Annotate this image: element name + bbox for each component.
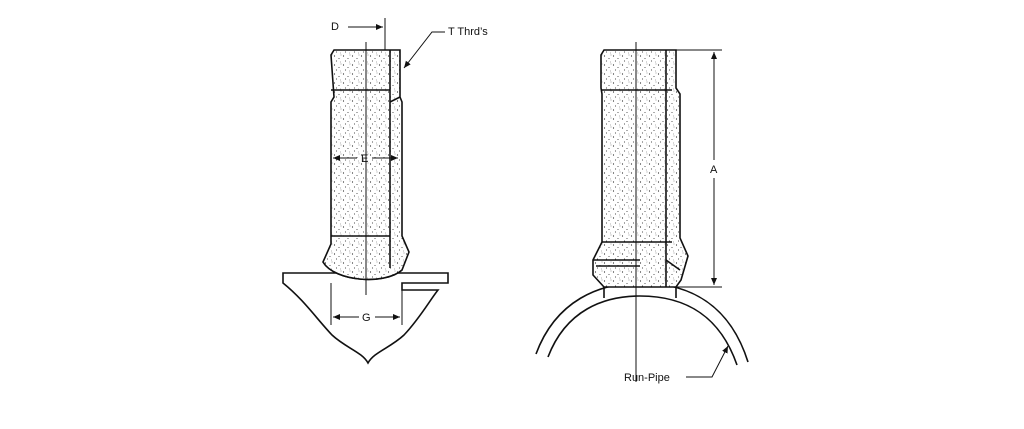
label-g: G	[362, 312, 371, 324]
label-run-pipe: Run-Pipe	[624, 372, 670, 384]
label-e: E	[361, 153, 368, 165]
label-a: A	[710, 164, 718, 176]
threads-leader	[403, 31, 445, 69]
label-threads: T Thrd’s	[448, 26, 488, 38]
bore-step-right	[665, 259, 681, 271]
base-plate	[282, 272, 449, 365]
label-d: D	[331, 21, 339, 33]
saddle-ring	[603, 287, 677, 298]
left-figure: D T Thrd’s E G	[282, 18, 488, 365]
bore-line-right	[389, 96, 401, 103]
outlet-body-right	[592, 49, 689, 288]
run-pipe-leader	[686, 345, 729, 378]
right-figure: A Run-Pipe	[535, 42, 749, 384]
run-pipe-inner	[547, 295, 738, 366]
run-pipe-outer	[535, 282, 749, 363]
